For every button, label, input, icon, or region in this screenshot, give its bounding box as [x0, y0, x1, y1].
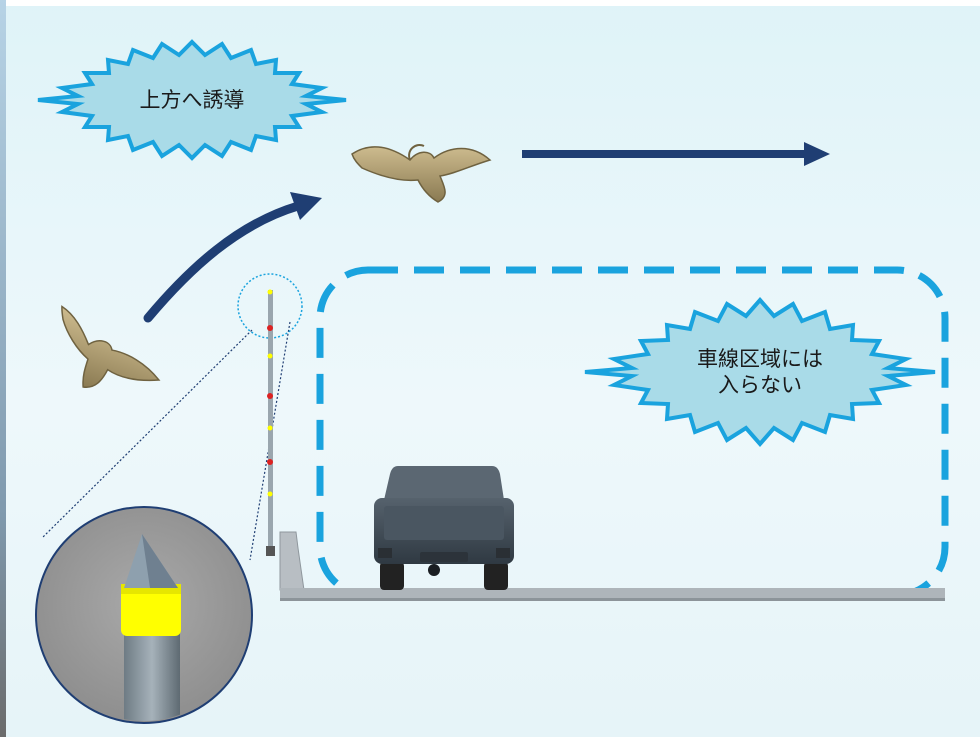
- warning-pole-icon: [266, 289, 275, 556]
- frame-left-edge: [0, 0, 6, 737]
- label-no-lane-entry: 車線区域には 入らない: [660, 346, 860, 398]
- frame-top-edge: [0, 0, 980, 6]
- pickup-truck-icon: [374, 466, 514, 590]
- curved-upward-arrow: [143, 192, 322, 323]
- pole-tip-highlight-circle: [237, 273, 303, 339]
- label-no-lane-entry-line1: 車線区域には: [697, 347, 823, 371]
- pole-tip-zoom-inset: [35, 506, 253, 724]
- starburst-guide-upward: [37, 39, 347, 161]
- bird-icon: [61, 305, 161, 388]
- bird-icon: [351, 144, 492, 203]
- road-barrier: [279, 531, 945, 601]
- label-no-lane-entry-line2: 入らない: [718, 373, 802, 397]
- straight-arrow: [522, 142, 830, 166]
- label-guide-upward: 上方へ誘導: [139, 88, 245, 112]
- starburst-no-lane-entry: [584, 296, 936, 448]
